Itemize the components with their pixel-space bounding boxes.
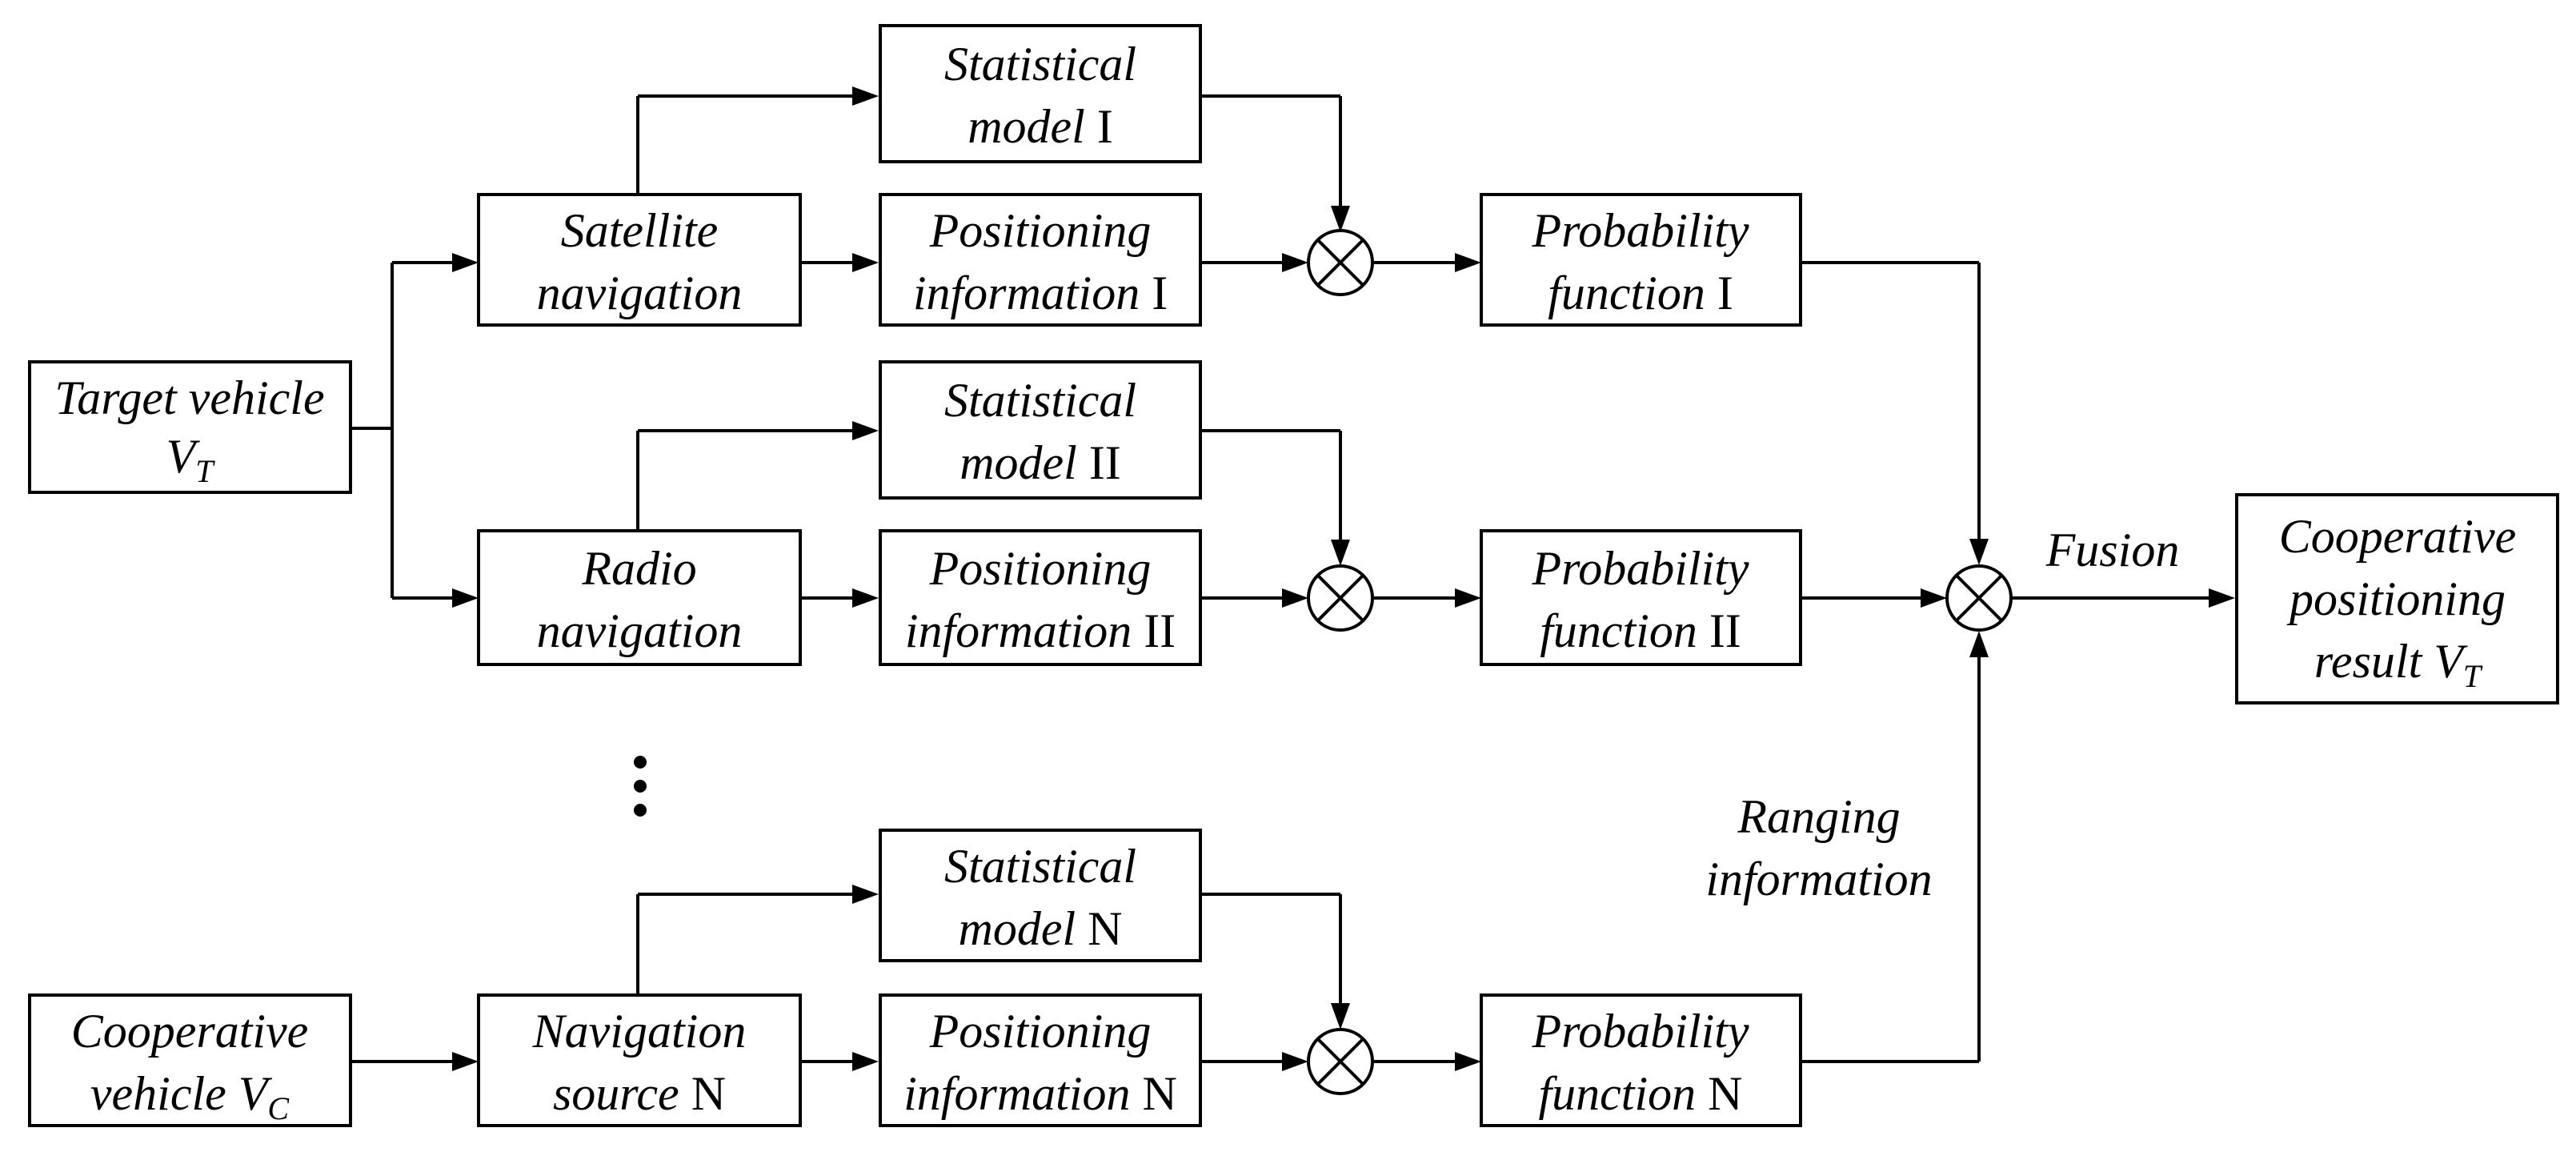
svg-text:Positioning: Positioning	[929, 1005, 1152, 1058]
svg-text:Satellite: Satellite	[561, 204, 719, 257]
svg-text:Navigation: Navigation	[532, 1005, 747, 1058]
svg-text:positioning: positioning	[2286, 572, 2506, 625]
svg-text:source N: source N	[553, 1067, 726, 1120]
ranging-information-label-2: information	[1705, 853, 1932, 905]
multiplier-2	[1307, 564, 1374, 632]
svg-text:Probability: Probability	[1531, 542, 1749, 595]
target-vehicle-box: Target vehicle VT	[28, 360, 352, 494]
multiplier-1	[1307, 229, 1374, 296]
svg-text:Cooperative: Cooperative	[2279, 510, 2517, 563]
connectors	[351, 86, 2235, 1071]
svg-text:Radio: Radio	[581, 542, 696, 595]
svg-text:navigation: navigation	[537, 267, 743, 319]
statistical-model-2-box: Statistical model II	[879, 360, 1202, 500]
fusion-multiplier	[1945, 564, 2013, 632]
svg-text:Statistical: Statistical	[944, 38, 1136, 90]
svg-text:information N: information N	[903, 1067, 1177, 1120]
svg-text:information I: information I	[913, 267, 1168, 319]
vertical-ellipsis	[634, 756, 647, 817]
svg-text:navigation: navigation	[537, 604, 743, 657]
radio-navigation-box: Radio navigation	[477, 529, 802, 666]
probability-function-n-box: Probability function N	[1480, 993, 1802, 1127]
svg-text:function I: function I	[1548, 267, 1733, 319]
svg-text:Probability: Probability	[1531, 1005, 1749, 1058]
multiplier-n	[1307, 1028, 1374, 1095]
target-vehicle-label: Target vehicle	[54, 371, 324, 424]
probability-function-1-box: Probability function I	[1480, 193, 1802, 327]
svg-text:result VT: result VT	[2314, 635, 2483, 694]
svg-text:model N: model N	[959, 902, 1123, 955]
svg-text:Positioning: Positioning	[929, 204, 1152, 257]
fusion-label: Fusion	[2045, 524, 2180, 576]
navigation-source-box: Navigation source N	[477, 993, 802, 1127]
svg-text:model II: model II	[959, 436, 1121, 489]
svg-text:function II: function II	[1540, 604, 1741, 657]
svg-text:function N: function N	[1539, 1067, 1743, 1120]
svg-text:Statistical: Statistical	[944, 374, 1136, 427]
svg-text:VT: VT	[166, 430, 216, 489]
svg-text:Probability: Probability	[1531, 204, 1749, 257]
svg-text:model I: model I	[968, 100, 1113, 153]
cooperative-vehicle-box: Cooperative vehicle VC	[28, 993, 352, 1127]
statistical-model-n-box: Statistical model N	[879, 829, 1202, 962]
cooperative-positioning-result-box: Cooperative positioning result VT	[2235, 493, 2559, 704]
positioning-info-n-box: Positioning information N	[879, 993, 1202, 1127]
svg-text:Statistical: Statistical	[944, 840, 1136, 893]
positioning-info-2-box: Positioning information II	[879, 529, 1202, 666]
cooperative-vehicle-label: Cooperative	[71, 1005, 309, 1058]
ranging-information-label: Ranging	[1737, 790, 1900, 843]
positioning-info-1-box: Positioning information I	[879, 193, 1202, 327]
svg-text:Positioning: Positioning	[929, 542, 1152, 595]
svg-text:vehicle VC: vehicle VC	[90, 1067, 290, 1126]
statistical-model-1-box: Statistical model I	[879, 24, 1202, 163]
probability-function-2-box: Probability function II	[1480, 529, 1802, 666]
satellite-navigation-box: Satellite navigation	[477, 193, 802, 327]
svg-text:information II: information II	[905, 604, 1176, 657]
